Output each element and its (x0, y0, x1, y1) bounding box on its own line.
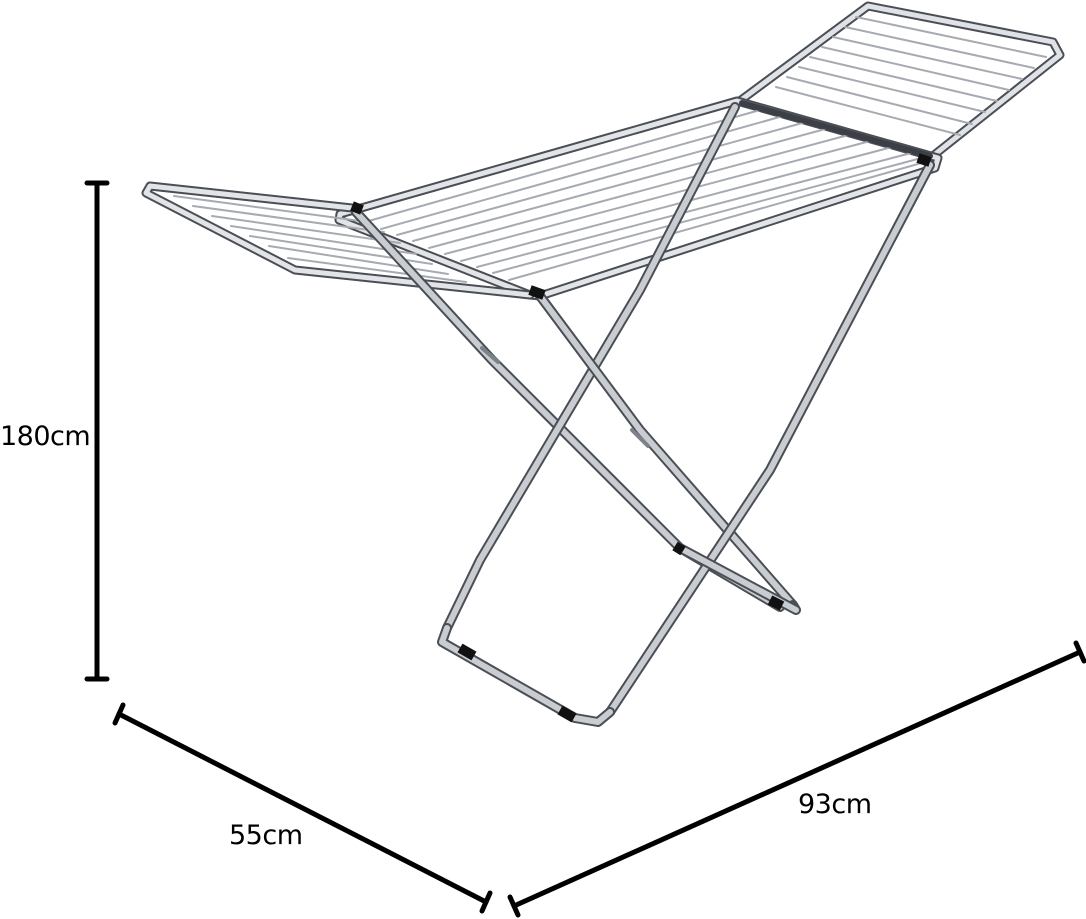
end-caps (350, 153, 932, 723)
drying-rack-illustration (141, 1, 1065, 727)
depth-label: 55cm (229, 820, 303, 851)
right-wing (732, 1, 1065, 164)
width-dimension-line (507, 640, 1086, 918)
depth-dimension-line (112, 702, 493, 914)
width-label: 93cm (798, 789, 872, 820)
height-dimension-line (84, 180, 110, 682)
height-label: 180cm (0, 421, 91, 452)
center-frame (334, 96, 943, 301)
